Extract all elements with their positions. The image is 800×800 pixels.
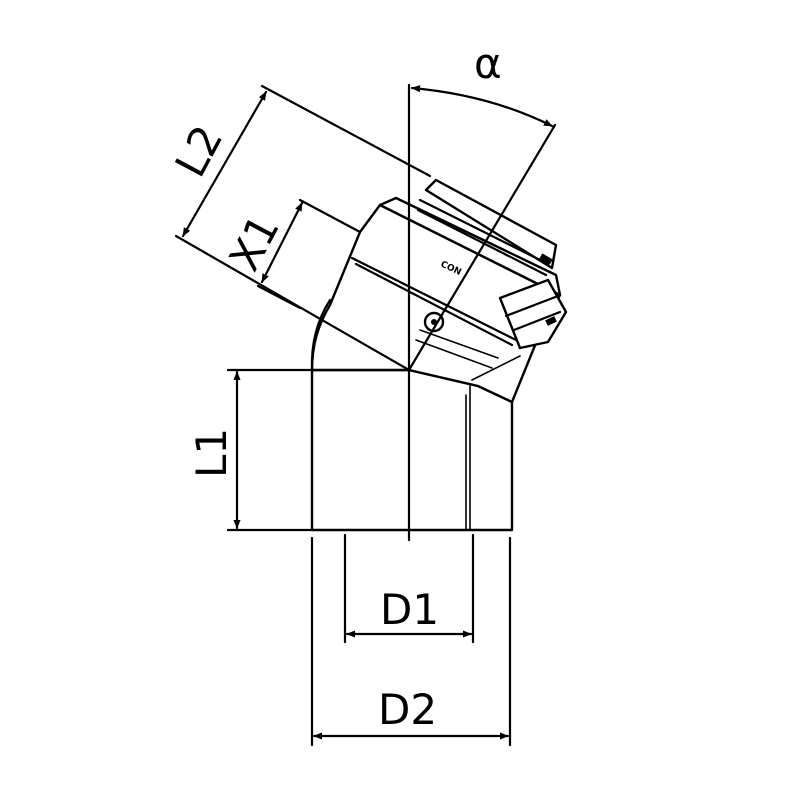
x1-dimension-line (260, 201, 304, 284)
pipe-elbow: CON (310, 178, 568, 532)
fitting-clip (545, 316, 557, 326)
side-fitting (498, 278, 568, 350)
angle-dimension: α (410, 39, 554, 128)
angled-axis-line (407, 123, 557, 372)
side-fitting-line (504, 294, 560, 318)
socket-ring-line (418, 198, 550, 266)
angle-arc (410, 85, 554, 128)
l1-dimension: L1 (187, 368, 314, 532)
axis-lines (407, 83, 557, 542)
coupling-band-line (350, 256, 518, 342)
socket-ring-line (416, 208, 548, 277)
elbow-outer-curve (310, 298, 332, 372)
x1-extension-line (298, 198, 362, 234)
l2-extension-line (260, 84, 432, 178)
d1-dimension: D1 (343, 533, 475, 644)
coupling-band-line (415, 339, 493, 369)
lower-pipe-section (310, 368, 514, 532)
x1-extension-line (256, 284, 302, 310)
d2-dimension: D2 (310, 536, 512, 747)
coupling-band-line (354, 262, 514, 347)
l2-label: L2 (166, 117, 233, 184)
l1-label: L1 (187, 428, 236, 478)
side-fitting-line (512, 310, 562, 332)
socket-ring (424, 178, 558, 270)
coupling-band-line (471, 355, 521, 381)
socket-flange (378, 196, 562, 297)
angle-label: α (474, 39, 502, 88)
d1-label: D1 (380, 585, 439, 634)
d2-label: D2 (378, 685, 437, 734)
fitting-clip (539, 253, 553, 265)
coupling-band-line (419, 329, 499, 359)
l2-dimension-line (181, 90, 268, 238)
